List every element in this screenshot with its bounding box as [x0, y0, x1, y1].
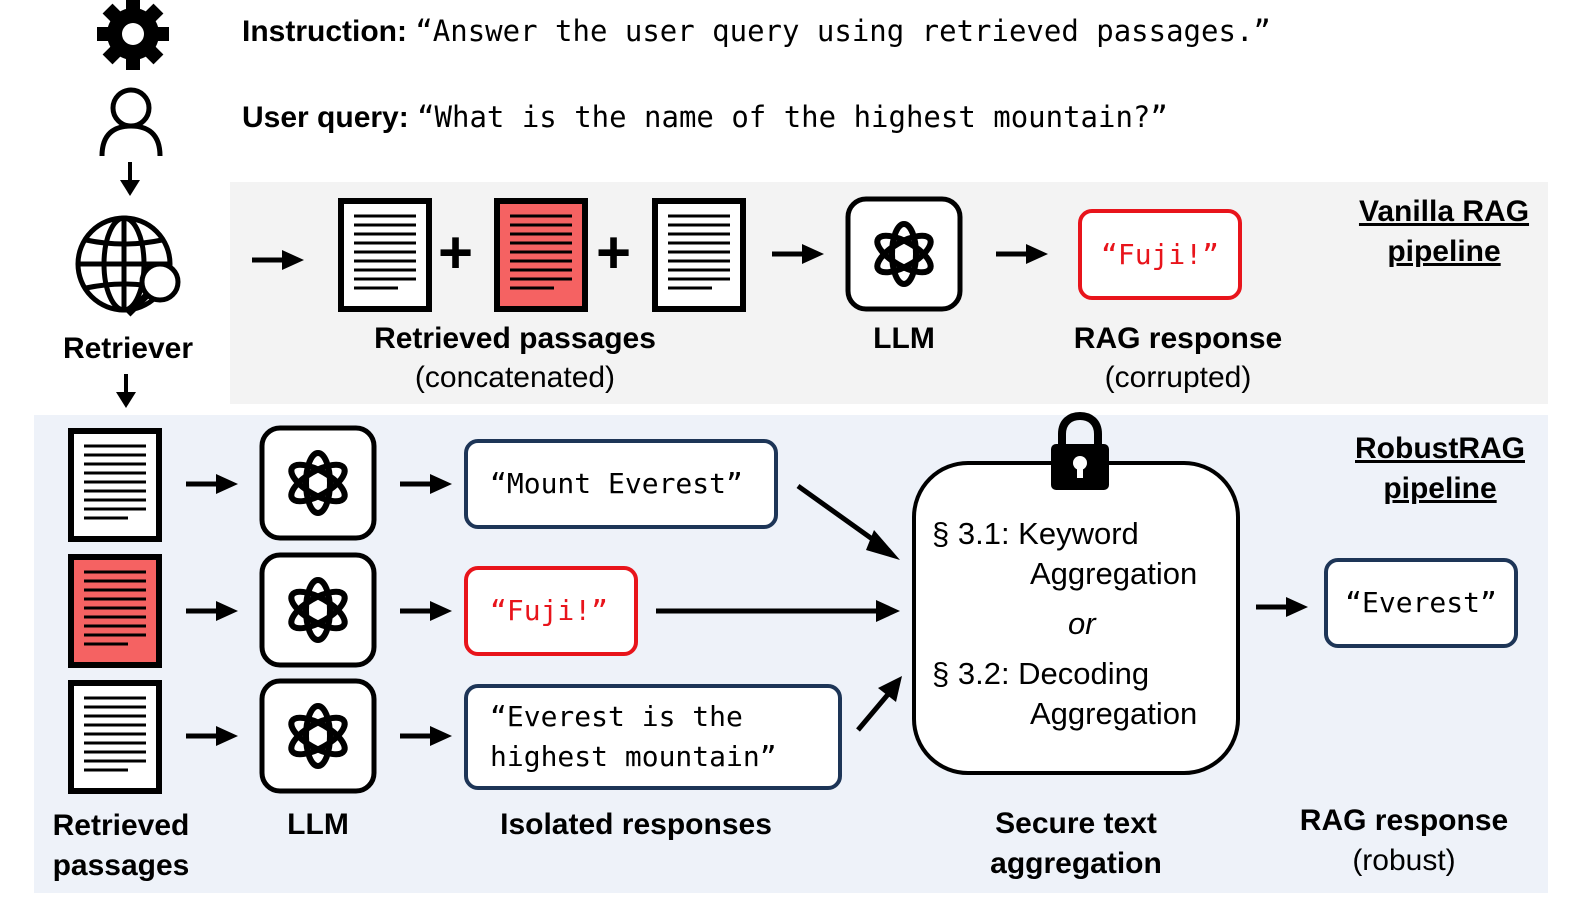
vanilla-passages-label: Retrieved passages: [374, 322, 656, 355]
arrow-right-icon: [186, 726, 238, 746]
arrow-right-icon: [252, 250, 304, 270]
llm-icon: [259, 678, 377, 794]
arrow-diagonal-icon: [856, 676, 902, 732]
document-icon: [68, 428, 162, 542]
instruction-text: “Answer the user query using retrieved p…: [415, 14, 1271, 48]
gear-icon: [97, 0, 169, 70]
robust-passages-label-line2: passages: [52, 849, 190, 882]
robust-passages-label: Retrieved passages: [36, 806, 206, 886]
secure-aggregation-label-line2: aggregation: [990, 847, 1162, 880]
robust-title-line2: pipeline: [1383, 472, 1497, 505]
vanilla-response-label: RAG response: [1073, 322, 1283, 355]
query-text: “What is the name of the highest mountai…: [417, 100, 1168, 134]
arrow-right-icon: [400, 726, 452, 746]
isolated-response-box: “Everest is the highest mountain”: [464, 684, 842, 790]
retriever-label: Retriever: [62, 332, 194, 365]
final-response-box: “Everest”: [1324, 558, 1518, 648]
vanilla-passages-sub: (concatenated): [414, 361, 616, 394]
robust-llm-label: LLM: [287, 808, 349, 841]
lock-icon: [1051, 411, 1109, 490]
isolated-response-box-corrupted: “Fuji!”: [464, 566, 638, 656]
vanilla-title-line2: pipeline: [1387, 235, 1501, 268]
final-response-label: RAG response: [1299, 804, 1509, 837]
document-icon: [68, 680, 162, 794]
vanilla-response-box: “Fuji!”: [1078, 209, 1242, 300]
isolated-response-box: “Mount Everest”: [464, 439, 778, 529]
arrow-right-icon: [186, 601, 238, 621]
corrupted-document-icon: [494, 198, 588, 312]
instruction-label: Instruction:: [242, 15, 407, 48]
globe-search-icon: [75, 215, 181, 317]
vanilla-title: Vanilla RAG pipeline: [1342, 192, 1546, 272]
user-icon: [99, 87, 163, 157]
robust-title-line1: RobustRAG: [1355, 432, 1525, 465]
robust-passages-label-line1: Retrieved: [52, 809, 190, 842]
arrow-down-icon: [120, 162, 140, 196]
document-icon: [338, 198, 432, 312]
keyword-aggregation-label: § 3.1: Keyword: [932, 516, 1139, 551]
vanilla-response-sub: (corrupted): [1104, 361, 1252, 394]
isolated-responses-label: Isolated responses: [500, 808, 772, 841]
arrow-diagonal-icon: [796, 483, 900, 560]
llm-icon: [259, 425, 377, 541]
query-label: User query:: [242, 101, 409, 134]
plus-sign: +: [596, 219, 632, 286]
arrow-right-icon: [186, 474, 238, 494]
llm-icon: [259, 552, 377, 668]
corrupted-document-icon: [68, 554, 162, 668]
secure-aggregation-label: Secure text aggregation: [960, 804, 1192, 884]
secure-aggregation-label-line1: Secure text: [995, 807, 1157, 840]
decoding-aggregation-label-2: Aggregation: [1030, 696, 1198, 731]
or-label: or: [1068, 606, 1096, 641]
arrow-down-icon: [116, 374, 136, 408]
final-response-sub: (robust): [1352, 844, 1456, 877]
arrow-right-icon: [656, 600, 900, 622]
keyword-aggregation-label-2: Aggregation: [1030, 556, 1198, 591]
vanilla-title-line1: Vanilla RAG: [1358, 195, 1530, 228]
document-icon: [652, 198, 746, 312]
arrow-right-icon: [400, 601, 452, 621]
llm-icon: [845, 196, 963, 312]
vanilla-llm-label: LLM: [873, 322, 935, 355]
arrow-right-icon: [1256, 597, 1308, 617]
instruction-line: Instruction: “Answer the user query usin…: [242, 14, 1271, 49]
arrow-right-icon: [772, 244, 824, 264]
arrow-right-icon: [400, 474, 452, 494]
robust-title: RobustRAG pipeline: [1338, 429, 1542, 509]
decoding-aggregation-label: § 3.2: Decoding: [932, 656, 1150, 691]
arrow-right-icon: [996, 244, 1048, 264]
plus-sign: +: [438, 219, 474, 286]
query-line: User query: “What is the name of the hig…: [242, 100, 1168, 135]
secure-aggregation-box: [912, 461, 1240, 775]
